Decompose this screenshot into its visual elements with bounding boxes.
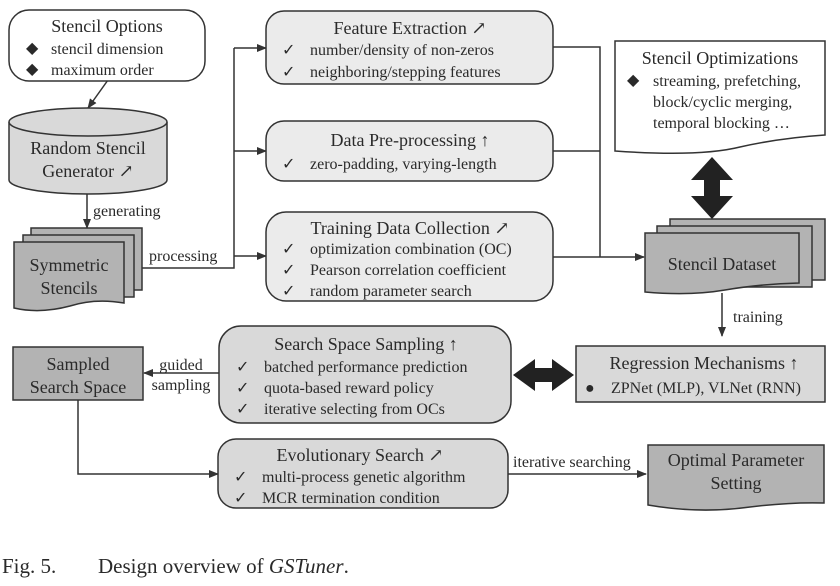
search-sampling-item: batched performance prediction (264, 359, 467, 376)
data-preprocessing-title: Data Pre-processing ↑ (331, 130, 490, 150)
regression-title: Regression Mechanisms ↑ (610, 353, 799, 373)
edge-to-evolutionary (77, 400, 219, 478)
node-training-data-collection: Training Data Collection ↗ ✓ optimizatio… (265, 211, 554, 302)
feature-extraction-item: number/density of non-zeros (310, 42, 494, 59)
check-icon: ✓ (234, 490, 247, 507)
caption-suffix: . (344, 554, 349, 578)
figure-caption: Fig. 5. Design overview of GSTuner. (2, 554, 349, 578)
sampled-line1: Sampled (47, 354, 110, 374)
optimal-line1: Optimal Parameter (668, 450, 804, 470)
symmetric-line2: Stencils (41, 278, 98, 298)
connectors (77, 44, 726, 478)
diamond-bullet-icon: ◆ (26, 40, 39, 57)
check-icon: ✓ (234, 469, 247, 486)
stencil-optimizations-item: block/cyclic merging, (653, 94, 792, 111)
node-regression-mechanisms: Regression Mechanisms ↑ ● ZPNet (MLP), V… (575, 345, 826, 403)
search-sampling-item: quota-based reward policy (264, 380, 434, 397)
edge-options-to-generator (87, 79, 109, 109)
evolutionary-item: MCR termination condition (262, 490, 440, 507)
node-symmetric-stencils: Symmetric Stencils (13, 227, 143, 312)
check-icon: ✓ (282, 283, 295, 300)
node-optimal-parameter-setting: Optimal Parameter Setting (647, 444, 825, 511)
caption-text: Design overview of (98, 554, 269, 578)
feature-extraction-title: Feature Extraction ↗ (333, 18, 486, 38)
training-data-item: random parameter search (310, 283, 472, 300)
generator-line2: Generator ↗ (42, 161, 134, 181)
edge-processing-trunk (142, 48, 235, 269)
node-search-space-sampling: Search Space Sampling ↑ ✓ batched perfor… (218, 325, 512, 424)
edge-feature-merge (553, 46, 601, 257)
double-arrow-horizontal-icon (513, 359, 574, 391)
node-stencil-dataset: Stencil Dataset (644, 218, 826, 295)
evolutionary-title: Evolutionary Search ↗ (276, 445, 443, 465)
stencil-dataset-label: Stencil Dataset (668, 254, 776, 274)
stencil-optimizations-item: streaming, prefetching, (653, 73, 801, 90)
evolutionary-item: multi-process genetic algorithm (262, 469, 466, 486)
caption-prefix: Fig. 5. (2, 554, 56, 578)
check-icon: ✓ (282, 241, 295, 258)
node-evolutionary-search: Evolutionary Search ↗ ✓ multi-process ge… (217, 438, 509, 509)
node-data-preprocessing: Data Pre-processing ↑ ✓ zero-padding, va… (265, 120, 554, 182)
check-icon: ✓ (236, 401, 249, 418)
node-random-stencil-generator: Random Stencil Generator ↗ (8, 107, 168, 195)
diamond-bullet-icon: ◆ (26, 61, 39, 78)
stencil-options-item: maximum order (51, 62, 154, 79)
check-icon: ✓ (282, 42, 295, 59)
label-training: training (733, 309, 783, 326)
node-stencil-options: Stencil Options ◆ stencil dimension ◆ ma… (8, 9, 206, 82)
stencil-options-title: Stencil Options (51, 16, 163, 36)
data-preprocessing-item: zero-padding, varying-length (310, 156, 497, 173)
training-data-title: Training Data Collection ↗ (311, 218, 510, 238)
node-stencil-optimizations: Stencil Optimizations ◆ streaming, prefe… (614, 40, 826, 154)
generator-line1: Random Stencil (30, 138, 146, 158)
sampled-line2: Search Space (30, 377, 126, 397)
stencil-optimizations-item: temporal blocking … (653, 115, 790, 132)
label-sampling: sampling (152, 377, 211, 394)
label-processing: processing (149, 248, 217, 265)
check-icon: ✓ (236, 359, 249, 376)
optimal-line2: Setting (710, 473, 761, 493)
node-feature-extraction: Feature Extraction ↗ ✓ number/density of… (265, 10, 554, 85)
regression-item: ZPNet (MLP), VLNet (RNN) (611, 380, 801, 397)
check-icon: ✓ (282, 64, 295, 81)
label-iterative-searching: iterative searching (513, 454, 631, 471)
stencil-options-item: stencil dimension (51, 41, 163, 58)
symmetric-line1: Symmetric (30, 255, 109, 275)
node-sampled-search-space: Sampled Search Space (12, 346, 144, 401)
search-sampling-title: Search Space Sampling ↑ (274, 334, 457, 354)
label-generating: generating (93, 203, 161, 220)
label-guided: guided (159, 357, 203, 374)
training-data-item: Pearson correlation coefficient (310, 262, 507, 279)
training-data-item: optimization combination (OC) (310, 241, 512, 258)
search-sampling-item: iterative selecting from OCs (264, 401, 445, 418)
stencil-optimizations-title: Stencil Optimizations (642, 48, 798, 68)
dot-bullet-icon: ● (585, 380, 595, 397)
check-icon: ✓ (282, 156, 295, 173)
feature-extraction-item: neighboring/stepping features (310, 64, 501, 81)
check-icon: ✓ (282, 262, 295, 279)
double-arrow-vertical-icon (691, 157, 733, 219)
caption-name: GSTuner (269, 554, 345, 578)
check-icon: ✓ (236, 380, 249, 397)
diamond-bullet-icon: ◆ (627, 72, 640, 89)
